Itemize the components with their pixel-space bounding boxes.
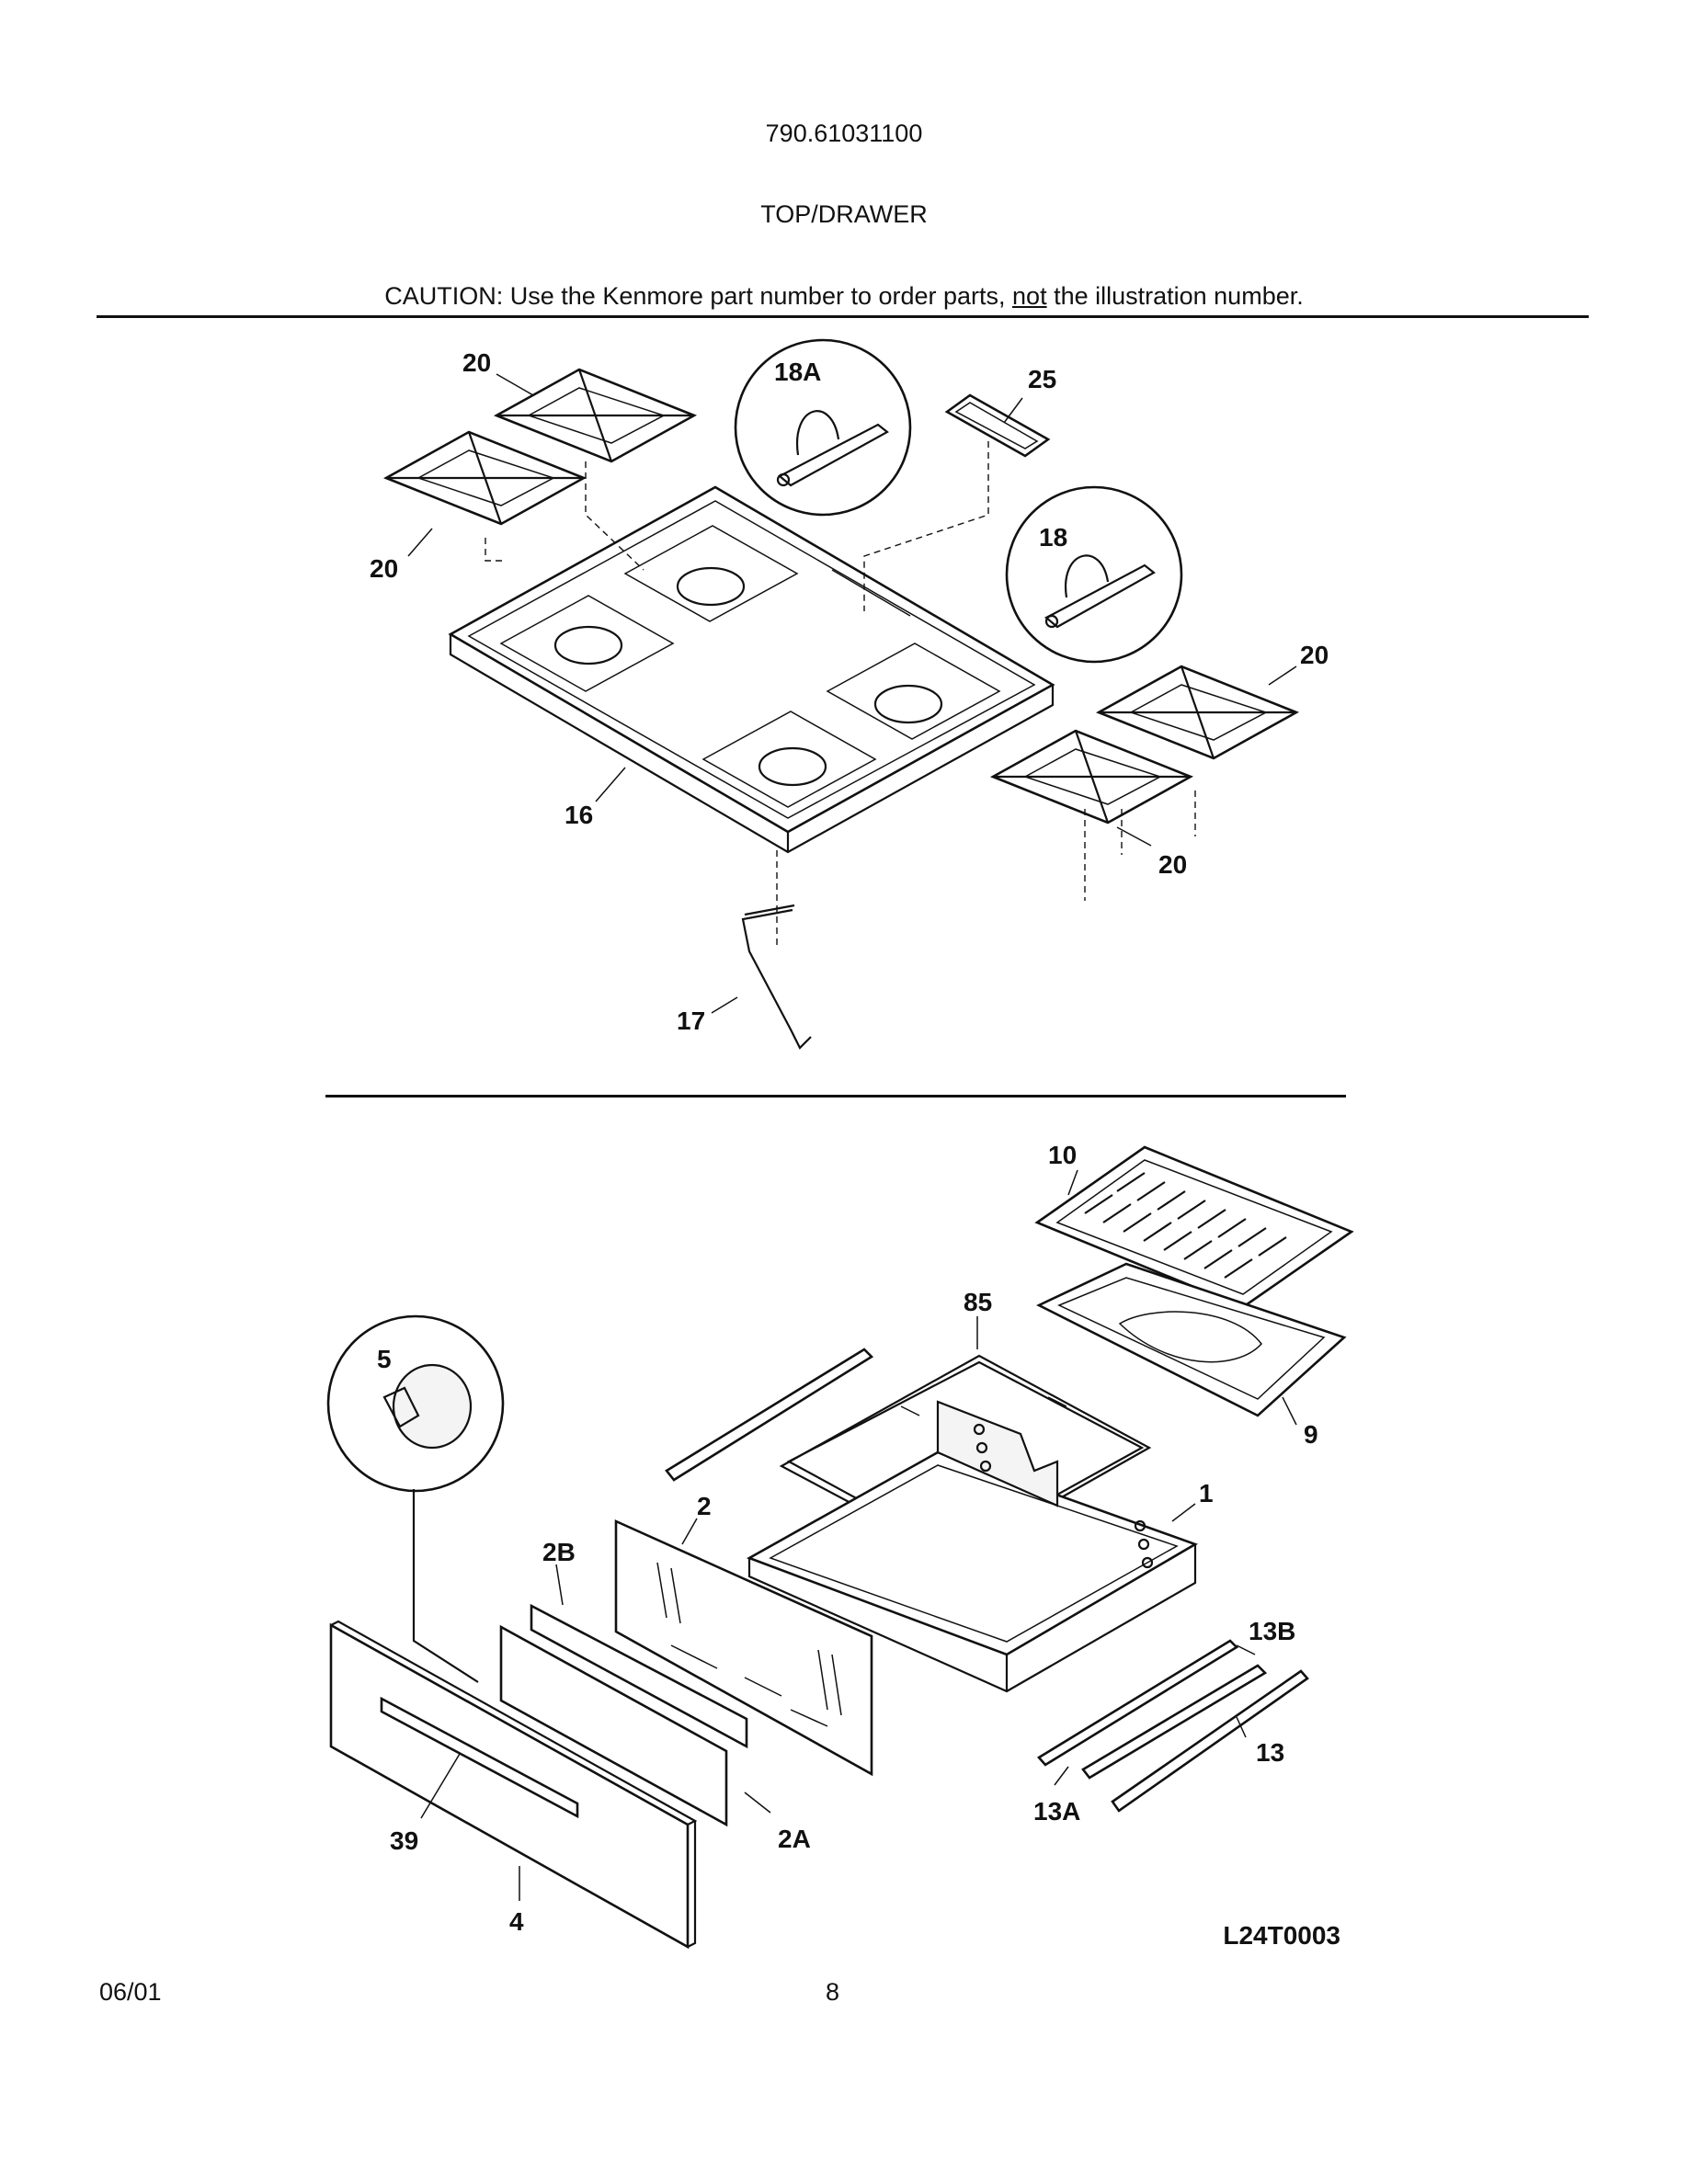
callout-16: 16 (565, 801, 593, 829)
footer-date: 06/01 (99, 1978, 162, 2007)
detail-5-circle (328, 1316, 503, 1682)
detail-18a-circle (736, 340, 910, 515)
callout-9: 9 (1304, 1420, 1318, 1449)
callout-4: 4 (509, 1907, 524, 1936)
callout-13a: 13A (1033, 1797, 1080, 1826)
callout-10: 10 (1048, 1141, 1077, 1169)
callout-18a: 18A (774, 358, 821, 386)
callout-20-right-top: 20 (1300, 641, 1329, 669)
callout-2: 2 (697, 1492, 712, 1520)
cooktop-part (451, 487, 1053, 852)
callout-13b: 13B (1249, 1617, 1295, 1645)
callout-17: 17 (677, 1007, 705, 1035)
slides-part (1039, 1641, 1307, 1811)
callout-20-left: 20 (370, 554, 398, 583)
callout-85: 85 (964, 1288, 992, 1316)
part-25 (947, 395, 1048, 456)
broiler-pan-part (1039, 1264, 1344, 1416)
callout-2b: 2B (542, 1538, 576, 1566)
diagram-code: L24T0003 (1223, 1921, 1340, 1951)
callout-20-right-bottom: 20 (1158, 850, 1187, 879)
callout-13: 13 (1256, 1738, 1284, 1767)
callout-20-top-left: 20 (462, 348, 491, 377)
callout-5: 5 (377, 1345, 392, 1373)
callout-25: 25 (1028, 365, 1056, 393)
grate-top-left-part (386, 370, 694, 524)
side-rail-part (667, 1349, 872, 1480)
callout-18: 18 (1039, 523, 1067, 552)
page-number: 8 (826, 1978, 839, 2007)
callout-1: 1 (1199, 1479, 1214, 1507)
callout-2a: 2A (778, 1825, 811, 1853)
callout-39: 39 (390, 1826, 418, 1855)
detail-18-circle (1007, 487, 1181, 662)
